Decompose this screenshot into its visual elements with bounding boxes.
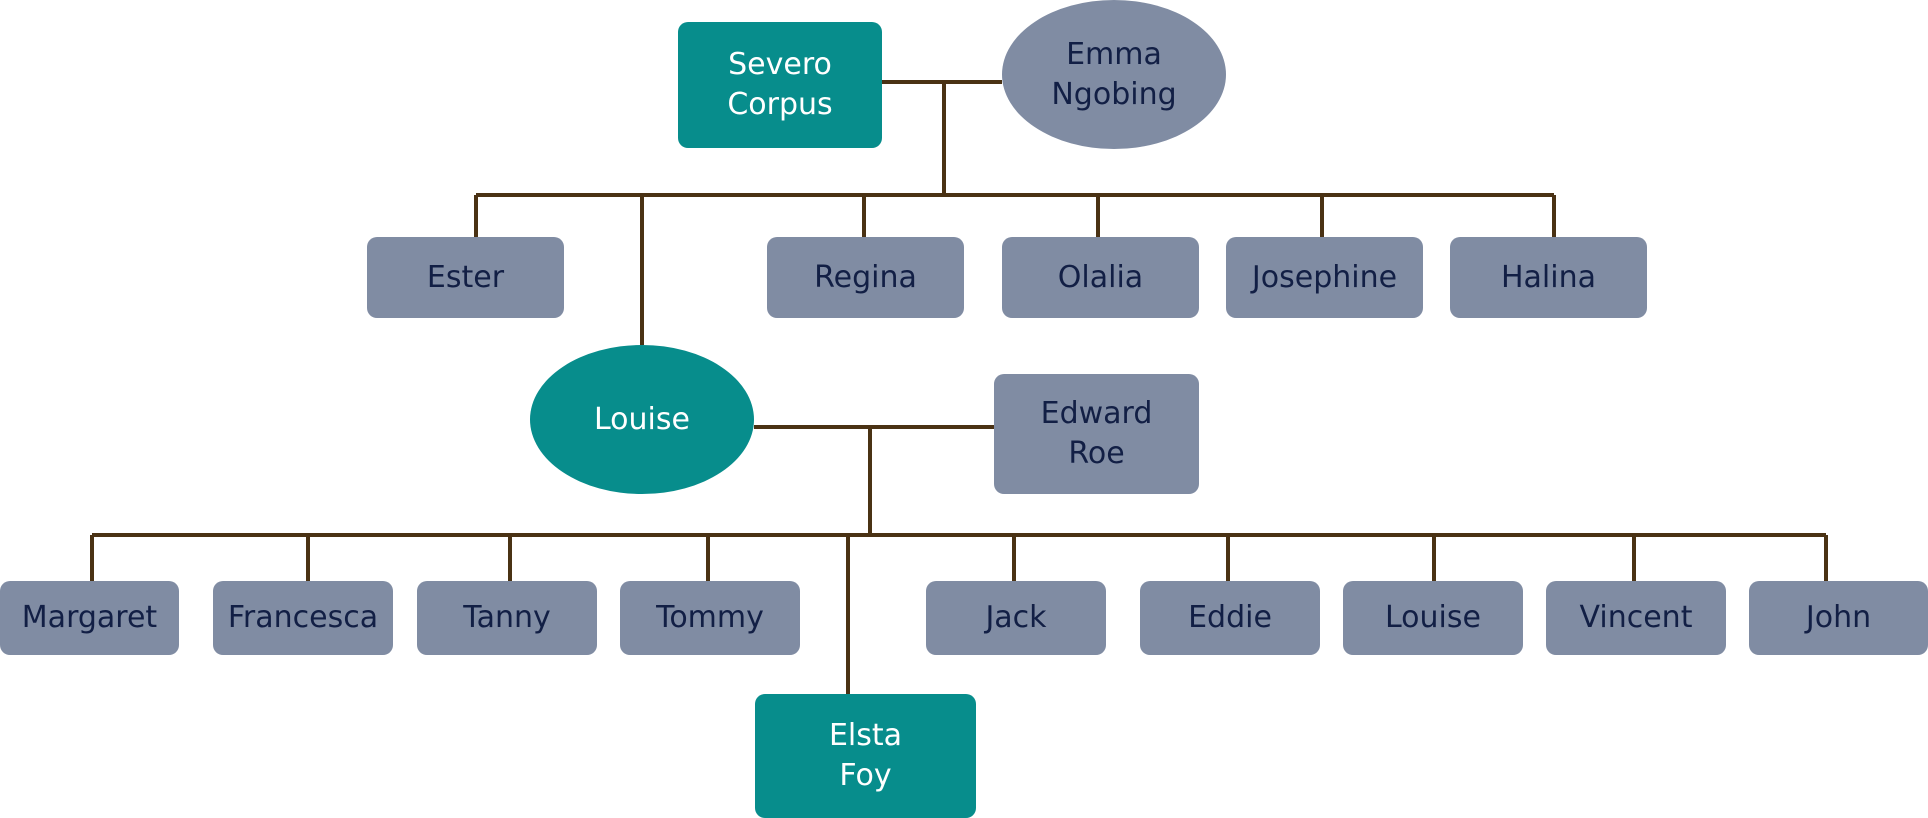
person-severo-corpus[interactable]: Severo Corpus <box>678 22 882 148</box>
person-name: Halina <box>1500 259 1596 295</box>
person-name: Josephine <box>1251 259 1398 295</box>
person-francesca[interactable]: Francesca <box>213 581 393 655</box>
person-emma-ngobing[interactable]: Emma Ngobing <box>1002 0 1226 149</box>
person-tommy[interactable]: Tommy <box>620 581 800 655</box>
person-louise-2[interactable]: Louise <box>1343 581 1523 655</box>
person-halina[interactable]: Halina <box>1450 237 1647 318</box>
person-ester[interactable]: Ester <box>367 237 564 318</box>
person-elsta-foy[interactable]: Elsta Foy <box>755 694 976 818</box>
person-eddie[interactable]: Eddie <box>1140 581 1320 655</box>
person-name: Tanny <box>463 600 551 635</box>
person-name: Tommy <box>656 600 764 635</box>
person-name: Emma Ngobing <box>1051 36 1177 112</box>
person-edward-roe[interactable]: Edward Roe <box>994 374 1199 494</box>
person-vincent[interactable]: Vincent <box>1546 581 1726 655</box>
person-olalia[interactable]: Olalia <box>1002 237 1199 318</box>
person-name: Elsta Foy <box>828 718 903 793</box>
person-name: Jack <box>985 600 1047 635</box>
person-name: Olalia <box>1057 259 1144 295</box>
person-name: John <box>1805 600 1872 635</box>
person-name: Ester <box>426 259 505 295</box>
person-name: Eddie <box>1188 600 1272 635</box>
person-name: Margaret <box>21 600 158 635</box>
person-name: Louise <box>594 401 690 437</box>
person-jack[interactable]: Jack <box>926 581 1106 655</box>
person-name: Severo Corpus <box>727 47 833 122</box>
person-tanny[interactable]: Tanny <box>417 581 597 655</box>
person-john[interactable]: John <box>1749 581 1928 655</box>
person-name: Vincent <box>1579 600 1693 635</box>
person-name: Louise <box>1385 600 1481 635</box>
person-name: Edward Roe <box>1040 396 1153 471</box>
person-name: Regina <box>814 259 917 295</box>
person-margaret[interactable]: Margaret <box>0 581 179 655</box>
person-josephine[interactable]: Josephine <box>1226 237 1423 318</box>
person-name: Francesca <box>227 600 379 635</box>
person-regina[interactable]: Regina <box>767 237 964 318</box>
person-louise[interactable]: Louise <box>530 345 754 494</box>
